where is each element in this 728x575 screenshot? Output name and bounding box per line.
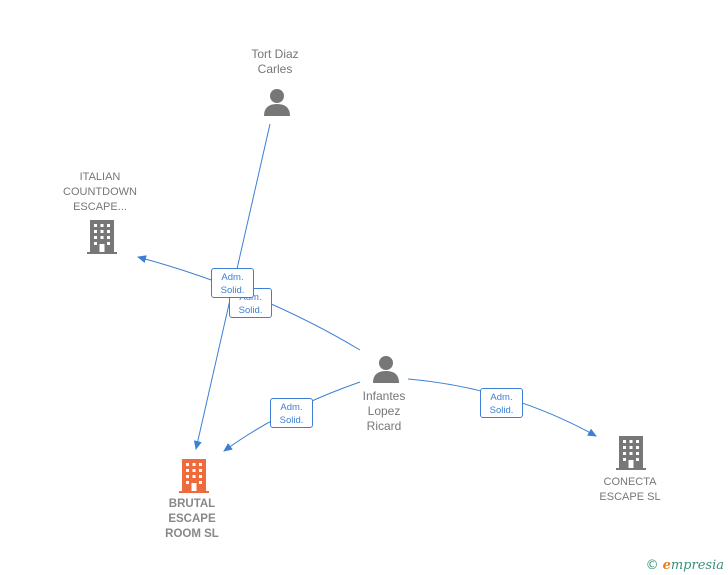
person-icon[interactable] bbox=[373, 356, 399, 383]
edge-label-line2: Solid. bbox=[220, 285, 245, 296]
edge-label-tort-brutal: Adm. Solid. bbox=[211, 268, 254, 298]
node-label-tort[interactable]: Tort Diaz Carles bbox=[251, 47, 299, 76]
building-icon[interactable] bbox=[616, 436, 646, 470]
node-label-conecta[interactable]: CONECTA ESCAPE SL bbox=[599, 476, 661, 503]
building-icon[interactable] bbox=[179, 459, 209, 493]
edge-label-line1: Adm. bbox=[221, 272, 244, 283]
edge-label-infantes-brutal: Adm. Solid. bbox=[270, 398, 313, 428]
edge-label-line2: Solid. bbox=[279, 415, 304, 426]
edge-label-infantes-conecta: Adm. Solid. bbox=[480, 388, 523, 418]
edge-label-line2: Solid. bbox=[238, 305, 263, 316]
edge-label-line1: Adm. bbox=[490, 392, 513, 403]
brand-initial: e bbox=[662, 558, 671, 573]
copyright-symbol: © bbox=[645, 558, 659, 573]
node-label-infantes[interactable]: Infantes Lopez Ricard bbox=[362, 389, 406, 433]
node-label-brutal[interactable]: BRUTAL ESCAPE ROOM SL bbox=[165, 498, 219, 540]
building-icon[interactable] bbox=[87, 220, 117, 254]
node-label-italian[interactable]: ITALIAN COUNTDOWN ESCAPE... bbox=[63, 171, 137, 213]
person-icon[interactable] bbox=[264, 89, 290, 116]
edge-label-line2: Solid. bbox=[489, 405, 514, 416]
brand-name: mpresia bbox=[670, 558, 724, 573]
empresia-watermark: ©empresia bbox=[646, 558, 724, 573]
edge-label-line1: Adm. bbox=[280, 402, 303, 413]
